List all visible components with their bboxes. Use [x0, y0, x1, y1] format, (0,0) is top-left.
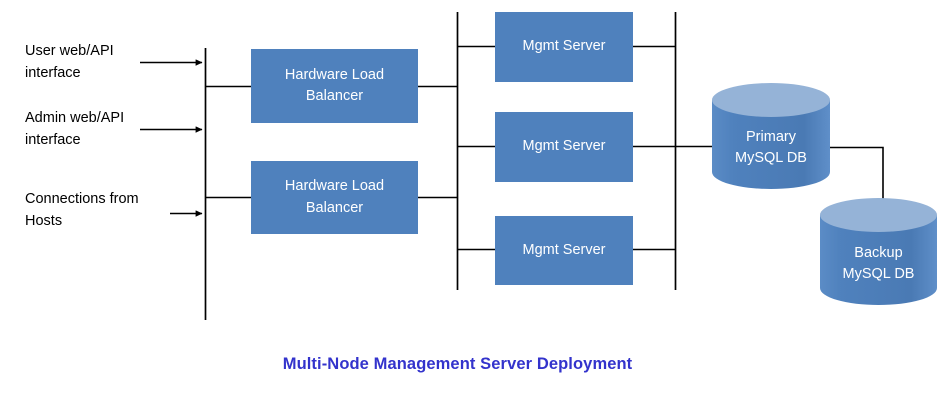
backup-db-body [820, 215, 937, 305]
label-user-interface: User web/API interface [25, 43, 114, 82]
mgmt-server-2-box[interactable] [495, 112, 633, 182]
diagram-title: Multi-Node Management Server Deployment [282, 355, 633, 373]
backup-mysql-db-cylinder[interactable] [820, 198, 937, 305]
hardware-load-balancer-1-box[interactable] [251, 49, 418, 123]
backup-db-top [820, 198, 937, 232]
primary-db-body [712, 100, 830, 189]
link-primary-db-to-backup-db [830, 146, 884, 212]
primary-mysql-db-cylinder[interactable] [712, 83, 830, 189]
hardware-load-balancer-2-box[interactable] [251, 161, 418, 234]
label-admin-interface: Admin web/API interface [25, 110, 125, 149]
primary-db-top [712, 83, 830, 117]
mgmt-server-3-box[interactable] [495, 216, 633, 285]
label-host-connections: Connections from Hosts [25, 191, 139, 230]
mgmt-server-1-box[interactable] [495, 12, 633, 82]
